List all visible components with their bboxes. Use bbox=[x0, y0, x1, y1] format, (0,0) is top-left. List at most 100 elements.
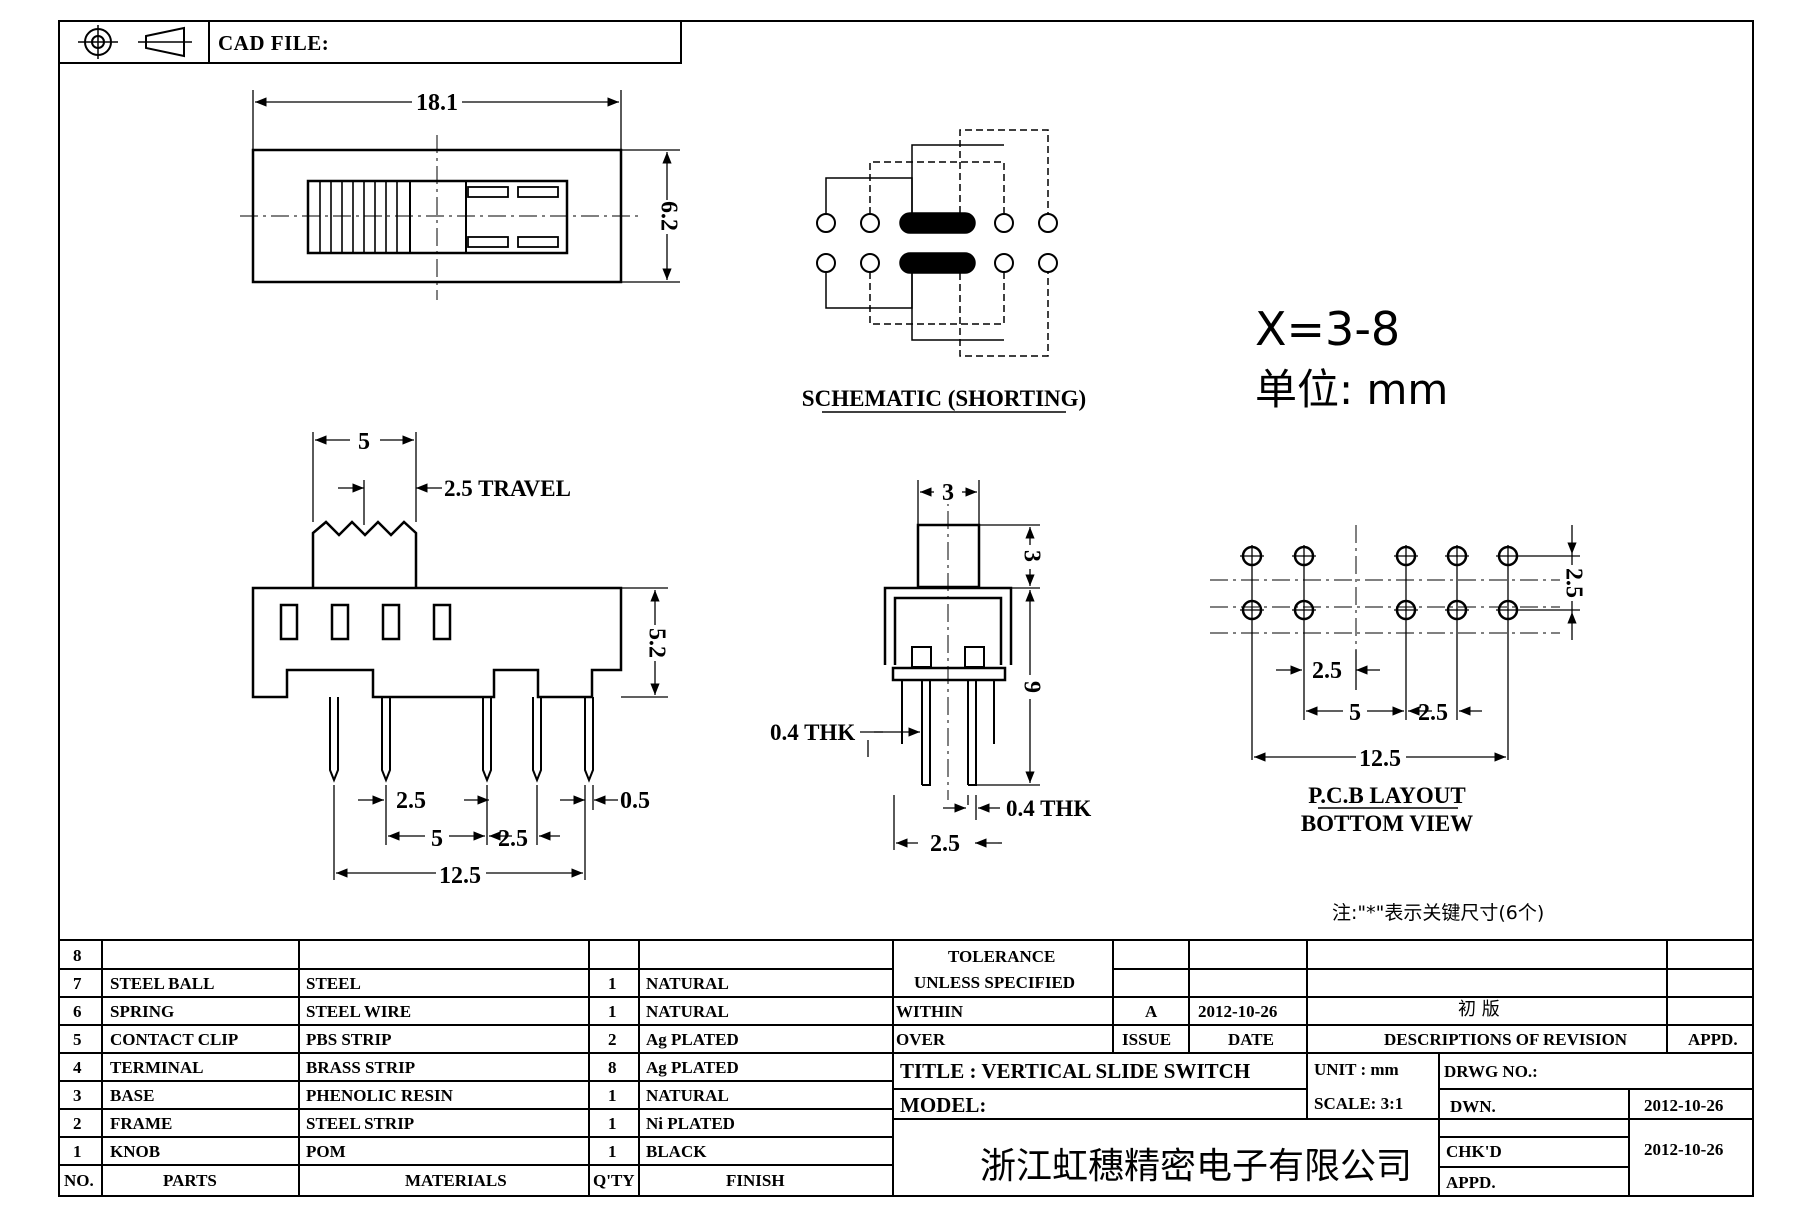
revision-date-value: 2012-10-26 bbox=[1198, 1002, 1278, 1021]
bom-no-7: 7 bbox=[73, 974, 82, 993]
pcb-total: 12.5 bbox=[1359, 746, 1401, 772]
bom-qty-5: 2 bbox=[608, 1030, 617, 1049]
drawing-unit: UNIT : mm bbox=[1314, 1060, 1399, 1079]
bom-part-1: KNOB bbox=[110, 1142, 161, 1161]
bom-no-1: 1 bbox=[73, 1142, 82, 1161]
bom-finish-4: Ag PLATED bbox=[646, 1058, 739, 1077]
side-travel-width: 5 bbox=[358, 429, 370, 455]
bom-header-materials: MATERIALS bbox=[405, 1171, 507, 1190]
revision-appd: APPD. bbox=[1688, 1030, 1738, 1049]
drawing-number-label: DRWG NO.: bbox=[1444, 1062, 1538, 1081]
tolerance-unless: UNLESS SPECIFIED bbox=[914, 973, 1076, 992]
bom-no-5: 5 bbox=[73, 1030, 82, 1049]
side-pin-gap: 0.5 bbox=[620, 788, 650, 814]
top-width-dim: 18.1 bbox=[416, 90, 458, 116]
drawing-frame bbox=[58, 20, 1754, 1197]
top-height-dim: 6.2 bbox=[655, 201, 681, 231]
bom-part-5: CONTACT CLIP bbox=[110, 1030, 239, 1049]
dwn-label: DWN. bbox=[1450, 1097, 1496, 1116]
bom-material-7: STEEL bbox=[306, 974, 361, 993]
bom-qty-3: 1 bbox=[608, 1086, 617, 1105]
bom-part-6: SPRING bbox=[110, 1002, 175, 1021]
end-width: 3 bbox=[942, 480, 954, 506]
bom-header-parts: PARTS bbox=[163, 1171, 217, 1190]
bom-material-6: STEEL WIRE bbox=[306, 1002, 412, 1021]
key-dimension-note: 注:"*"表示关键尺寸(6个) bbox=[1332, 902, 1544, 924]
bom-finish-3: NATURAL bbox=[646, 1086, 729, 1105]
cad-file-label: CAD FILE: bbox=[218, 31, 330, 55]
tolerance-within: WITHIN bbox=[896, 1002, 964, 1021]
bom-material-2: STEEL STRIP bbox=[306, 1114, 415, 1133]
bom-finish-5: Ag PLATED bbox=[646, 1030, 739, 1049]
bom-material-3: PHENOLIC RESIN bbox=[306, 1086, 453, 1105]
bom-no-2: 2 bbox=[73, 1114, 82, 1133]
appd-label: APPD. bbox=[1446, 1173, 1496, 1192]
chkd-label: CHK'D bbox=[1446, 1142, 1502, 1161]
bom-header-finish: FINISH bbox=[726, 1171, 785, 1190]
top-view bbox=[240, 90, 680, 300]
side-span-2-5: 2.5 bbox=[498, 826, 528, 852]
bom-part-4: TERMINAL bbox=[110, 1058, 204, 1077]
chkd-date: 2012-10-26 bbox=[1644, 1140, 1724, 1159]
bom-part-3: BASE bbox=[110, 1086, 155, 1105]
end-knob-height: 3 bbox=[1018, 550, 1044, 562]
drawing-title: TITLE : VERTICAL SLIDE SWITCH bbox=[900, 1059, 1251, 1083]
bom-material-1: POM bbox=[306, 1142, 346, 1161]
company-name: 浙江虹穗精密电子有限公司 bbox=[980, 1146, 1413, 1187]
side-travel-label: 2.5 TRAVEL bbox=[444, 476, 571, 501]
bom-no-3: 3 bbox=[73, 1086, 82, 1105]
pcb-layout bbox=[1210, 525, 1580, 762]
bom-material-4: BRASS STRIP bbox=[306, 1058, 416, 1077]
pcb-subcaption: BOTTOM VIEW bbox=[1301, 811, 1473, 836]
revision-issue-value: A bbox=[1145, 1002, 1158, 1021]
schematic-caption: SCHEMATIC (SHORTING) bbox=[802, 386, 1086, 411]
x-range-label: X=3-8 bbox=[1255, 302, 1400, 356]
side-total: 12.5 bbox=[439, 863, 481, 889]
first-angle-projection-icon bbox=[78, 25, 192, 59]
end-body-height: 9 bbox=[1018, 681, 1044, 693]
bom-finish-1: BLACK bbox=[646, 1142, 707, 1161]
pcb-span-2-5: 2.5 bbox=[1418, 700, 1448, 726]
bom-finish-2: Ni PLATED bbox=[646, 1114, 735, 1133]
revision-desc: DESCRIPTIONS OF REVISION bbox=[1384, 1030, 1628, 1049]
projection-symbol bbox=[60, 22, 210, 62]
end-view bbox=[860, 480, 1040, 850]
bom-qty-4: 8 bbox=[608, 1058, 617, 1077]
bom-no-8: 8 bbox=[73, 946, 82, 965]
schematic-diagram bbox=[816, 129, 1058, 357]
revision-issue: ISSUE bbox=[1122, 1030, 1172, 1049]
bom-part-7: STEEL BALL bbox=[110, 974, 215, 993]
dwn-date: 2012-10-26 bbox=[1644, 1096, 1724, 1115]
bom-material-5: PBS STRIP bbox=[306, 1030, 392, 1049]
pcb-row-pitch: 2.5 bbox=[1560, 568, 1586, 598]
revision-date: DATE bbox=[1228, 1030, 1274, 1049]
end-thk-right: 0.4 THK bbox=[1006, 796, 1091, 821]
bom-qty-6: 1 bbox=[608, 1002, 617, 1021]
side-span-5: 5 bbox=[431, 826, 443, 852]
end-thk-left: 0.4 THK bbox=[770, 720, 855, 745]
bom-qty-2: 1 bbox=[608, 1114, 617, 1133]
bom-qty-1: 1 bbox=[608, 1142, 617, 1161]
bom-part-2: FRAME bbox=[110, 1114, 173, 1133]
bom-qty-7: 1 bbox=[608, 974, 617, 993]
cad-header-box: CAD FILE: bbox=[58, 20, 682, 64]
scale-label: SCALE: 3:1 bbox=[1314, 1094, 1404, 1113]
bom-no-4: 4 bbox=[73, 1058, 82, 1077]
bom-header-no: NO. bbox=[64, 1171, 94, 1190]
revision-desc-value: 初 版 bbox=[1458, 999, 1500, 1020]
tolerance-over: OVER bbox=[896, 1030, 946, 1049]
side-pin-pitch: 2.5 bbox=[396, 788, 426, 814]
side-view bbox=[251, 432, 668, 880]
tolerance-title: TOLERANCE bbox=[948, 947, 1056, 966]
bom-finish-7: NATURAL bbox=[646, 974, 729, 993]
title-block: 8 7 STEEL BALL STEEL 1 NATURAL 6 SPRING … bbox=[58, 939, 1754, 1197]
bom-no-6: 6 bbox=[73, 1002, 82, 1021]
end-pitch: 2.5 bbox=[930, 831, 960, 857]
pcb-caption: P.C.B LAYOUT bbox=[1308, 783, 1465, 808]
bom-finish-6: NATURAL bbox=[646, 1002, 729, 1021]
pcb-pitch: 2.5 bbox=[1312, 658, 1342, 684]
pcb-span-5: 5 bbox=[1349, 700, 1361, 726]
model-label: MODEL: bbox=[900, 1093, 987, 1117]
side-body-height: 5.2 bbox=[643, 628, 669, 658]
